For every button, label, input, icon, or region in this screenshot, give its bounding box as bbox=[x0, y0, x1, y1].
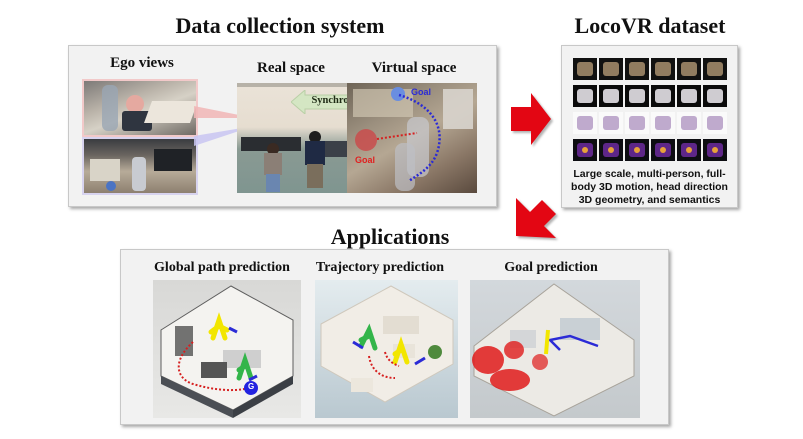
dataset-tile bbox=[625, 58, 649, 80]
synchronized-label: Synchronized bbox=[311, 95, 373, 106]
virtual-goal-label-blue: Goal bbox=[411, 87, 432, 97]
global-path-goal-marker: G bbox=[248, 382, 255, 391]
ego-view-image-2 bbox=[82, 137, 198, 195]
ego-view-image-1 bbox=[82, 79, 198, 137]
real-space-label: Real space bbox=[257, 60, 325, 76]
dataset-caption-line-3: 3D geometry, and semantics bbox=[578, 194, 721, 206]
dataset-tile bbox=[651, 139, 675, 161]
dataset-tile bbox=[573, 58, 597, 80]
dataset-tile bbox=[573, 85, 597, 107]
virtual-space-image: Goal Goal bbox=[347, 83, 477, 193]
arrow-right-icon bbox=[511, 93, 551, 145]
dataset-caption-line-2: body 3D motion, head direction bbox=[571, 181, 728, 193]
dataset-tile bbox=[573, 139, 597, 161]
dataset-tile-grid bbox=[573, 58, 729, 166]
dataset-tile bbox=[599, 85, 623, 107]
trajectory-image bbox=[315, 280, 458, 418]
dataset-panel: Large scale, multi-person, full- body 3D… bbox=[561, 45, 738, 208]
app-label-trajectory: Trajectory prediction bbox=[315, 260, 445, 275]
app-label-goal: Goal prediction bbox=[504, 260, 598, 275]
dataset-tile bbox=[651, 85, 675, 107]
app-label-global-path: Global path prediction bbox=[154, 260, 290, 275]
dataset-tile bbox=[677, 139, 701, 161]
dataset-tile bbox=[677, 112, 701, 134]
goal-image bbox=[470, 280, 640, 418]
dataset-title: LocoVR dataset bbox=[574, 13, 726, 38]
data-collection-title: Data collection system bbox=[175, 13, 385, 38]
dataset-caption: Large scale, multi-person, full- body 3D… bbox=[564, 168, 735, 207]
dataset-tile bbox=[625, 112, 649, 134]
dataset-tile bbox=[573, 112, 597, 134]
dataset-tile bbox=[703, 112, 727, 134]
dataset-tile bbox=[651, 58, 675, 80]
dataset-tile bbox=[703, 85, 727, 107]
applications-title: Applications bbox=[330, 224, 450, 249]
dataset-tile bbox=[703, 139, 727, 161]
virtual-goal-label-red: Goal bbox=[355, 155, 376, 165]
dataset-tile bbox=[625, 139, 649, 161]
dataset-tile bbox=[599, 58, 623, 80]
dataset-caption-line-1: Large scale, multi-person, full- bbox=[573, 168, 726, 180]
virtual-space-label: Virtual space bbox=[371, 60, 457, 76]
dataset-tile bbox=[625, 85, 649, 107]
dataset-tile bbox=[677, 58, 701, 80]
virtual-path-blue bbox=[376, 93, 441, 183]
ego-views-label: Ego views bbox=[110, 55, 174, 71]
global-path-image: G bbox=[153, 280, 301, 418]
dataset-tile bbox=[599, 139, 623, 161]
arrow-down-left-icon bbox=[516, 198, 556, 238]
dataset-tile bbox=[599, 112, 623, 134]
dataset-tile bbox=[703, 58, 727, 80]
dataset-tile bbox=[651, 112, 675, 134]
data-collection-panel: Ego views Real space Virtual space bbox=[68, 45, 497, 207]
dataset-tile bbox=[677, 85, 701, 107]
applications-panel: Global path prediction Trajectory predic… bbox=[120, 249, 669, 425]
